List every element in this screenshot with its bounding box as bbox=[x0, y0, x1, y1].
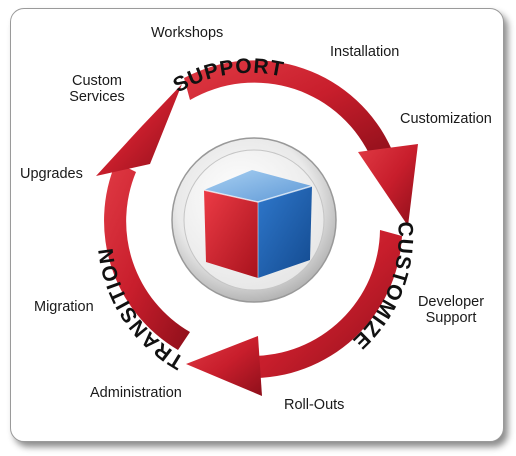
label-custom-services: Custom Services bbox=[62, 73, 132, 105]
arrow-customize-to-transition bbox=[186, 230, 402, 396]
arrow-support-to-customize bbox=[184, 60, 418, 226]
label-upgrades: Upgrades bbox=[20, 166, 83, 182]
label-custom-services-line2: Services bbox=[69, 89, 125, 105]
label-workshops: Workshops bbox=[151, 25, 224, 41]
label-customization: Customization bbox=[400, 111, 492, 127]
arrow-transition-to-support bbox=[96, 84, 190, 350]
label-migration: Migration bbox=[34, 299, 94, 315]
label-installation: Installation bbox=[330, 44, 400, 60]
label-administration: Administration bbox=[90, 385, 182, 401]
cube-icon bbox=[203, 170, 313, 278]
label-developer-support: Developer Support bbox=[411, 294, 491, 326]
label-custom-services-line1: Custom bbox=[72, 73, 122, 89]
phase-support: SUPPORT bbox=[169, 55, 286, 98]
label-developer-support-line2: Support bbox=[425, 310, 477, 326]
label-developer-support-line1: Developer bbox=[417, 294, 485, 310]
label-roll-outs: Roll-Outs bbox=[284, 397, 345, 413]
